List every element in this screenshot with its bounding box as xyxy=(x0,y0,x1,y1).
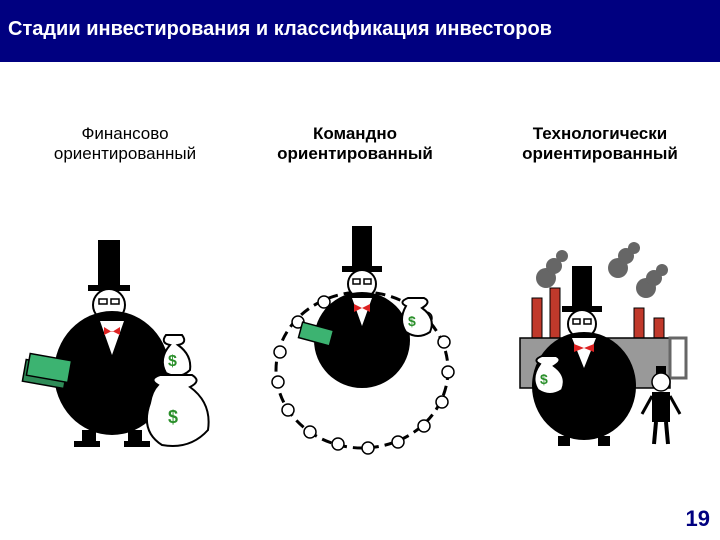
money-symbol: $ xyxy=(168,407,178,427)
column-label-line1: Командно xyxy=(312,124,398,143)
column-label-line2: ориентированный xyxy=(522,144,678,163)
money-symbol: $ xyxy=(540,371,548,387)
money-symbol: $ xyxy=(168,353,177,370)
column-label-line1: Технологически xyxy=(532,124,668,143)
title-bar: Стадии инвестирования и классификация ин… xyxy=(0,0,720,62)
column-label-technology: Технологически ориентированный xyxy=(490,124,710,164)
column-label-line2: ориентированный xyxy=(53,144,197,163)
column-label-team: Командно ориентированный xyxy=(250,124,460,164)
investor-factory-icon: $ xyxy=(519,242,688,446)
column-label-financial: Финансово ориентированный xyxy=(20,124,230,164)
money-symbol: $ xyxy=(408,313,416,329)
column-label-line1: Финансово xyxy=(81,124,169,143)
slide-title: Стадии инвестирования и классификация ин… xyxy=(8,18,552,40)
investor-team-circle-icon: $ xyxy=(271,226,455,455)
page-number: 19 xyxy=(685,506,710,531)
investor-money-bags-icon: $ $ xyxy=(21,240,210,447)
column-label-line2: ориентированный xyxy=(277,144,433,163)
